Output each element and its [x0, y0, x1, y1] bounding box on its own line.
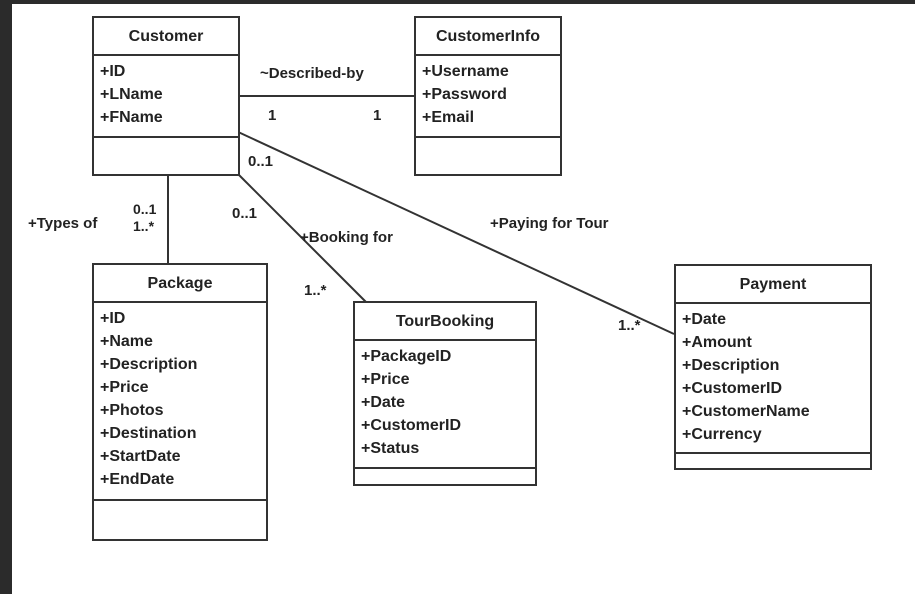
described-by-target-multiplicity: 1 — [373, 107, 382, 124]
attribute: +PackageID — [361, 348, 452, 365]
class-customer[interactable]: Customer +ID +LName +FName — [92, 16, 240, 176]
paying-for-tour-line — [235, 130, 675, 335]
class-payment-name: Payment — [676, 266, 870, 304]
class-package[interactable]: Package +ID +Name +Description +Price +P… — [92, 263, 268, 541]
attribute: +FName — [100, 109, 163, 126]
class-package-name: Package — [94, 265, 266, 303]
class-customerinfo[interactable]: CustomerInfo +Username +Password +Email — [414, 16, 562, 176]
attribute: +ID — [100, 63, 126, 80]
class-tourbooking-attributes: +PackageID +Price +Date +CustomerID +Sta… — [355, 341, 535, 469]
attribute: +CustomerID — [682, 380, 783, 397]
attribute: +Date — [361, 394, 406, 411]
attribute: +ID — [100, 310, 126, 327]
paying-for-tour-label: +Paying for Tour — [490, 215, 609, 232]
paying-for-tour-target-multiplicity: 1..* — [618, 317, 641, 334]
class-payment[interactable]: Payment +Date +Amount +Description +Cust… — [674, 264, 872, 470]
attribute: +StartDate — [100, 448, 181, 465]
attribute: +CustomerID — [361, 417, 462, 434]
attribute: +Name — [100, 333, 153, 350]
booking-for-source-multiplicity: 0..1 — [232, 205, 258, 222]
attribute: +CustomerName — [682, 403, 810, 420]
attribute: +Destination — [100, 425, 197, 442]
class-customerinfo-name: CustomerInfo — [416, 18, 560, 56]
attribute: +Username — [422, 63, 509, 80]
attribute: +Photos — [100, 402, 164, 419]
attribute: +Password — [422, 86, 507, 103]
attribute: +Amount — [682, 334, 752, 351]
booking-for-line — [237, 173, 367, 303]
attribute: +Description — [100, 356, 198, 373]
described-by-label: ~Described-by — [260, 65, 364, 82]
paying-for-tour-source-multiplicity: 0..1 — [248, 153, 274, 170]
booking-for-target-multiplicity: 1..* — [304, 282, 327, 299]
attribute: +Description — [682, 357, 780, 374]
types-of-source-multiplicity: 0..1 — [133, 201, 157, 217]
booking-for-label: +Booking for — [300, 229, 393, 246]
attribute: +Currency — [682, 426, 762, 443]
types-of-label: +Types of — [28, 215, 98, 232]
types-of-target-multiplicity: 1..* — [133, 218, 155, 234]
attribute: +Price — [361, 371, 410, 388]
class-tourbooking[interactable]: TourBooking +PackageID +Price +Date +Cus… — [353, 301, 537, 486]
diagram-canvas: Customer +ID +LName +FName CustomerInfo … — [12, 4, 915, 594]
attribute: +EndDate — [100, 471, 175, 488]
attribute: +Email — [422, 109, 475, 126]
class-tourbooking-name: TourBooking — [355, 303, 535, 341]
attribute: +Status — [361, 440, 420, 457]
association-lines — [167, 95, 675, 335]
class-payment-attributes: +Date +Amount +Description +CustomerID +… — [676, 304, 870, 454]
attribute: +Date — [682, 311, 727, 328]
class-customerinfo-attributes: +Username +Password +Email — [416, 56, 560, 138]
attribute: +LName — [100, 86, 163, 103]
class-customer-name: Customer — [94, 18, 238, 56]
described-by-source-multiplicity: 1 — [268, 107, 277, 124]
class-customer-attributes: +ID +LName +FName — [94, 56, 238, 138]
attribute: +Price — [100, 379, 149, 396]
class-package-attributes: +ID +Name +Description +Price +Photos +D… — [94, 303, 266, 501]
